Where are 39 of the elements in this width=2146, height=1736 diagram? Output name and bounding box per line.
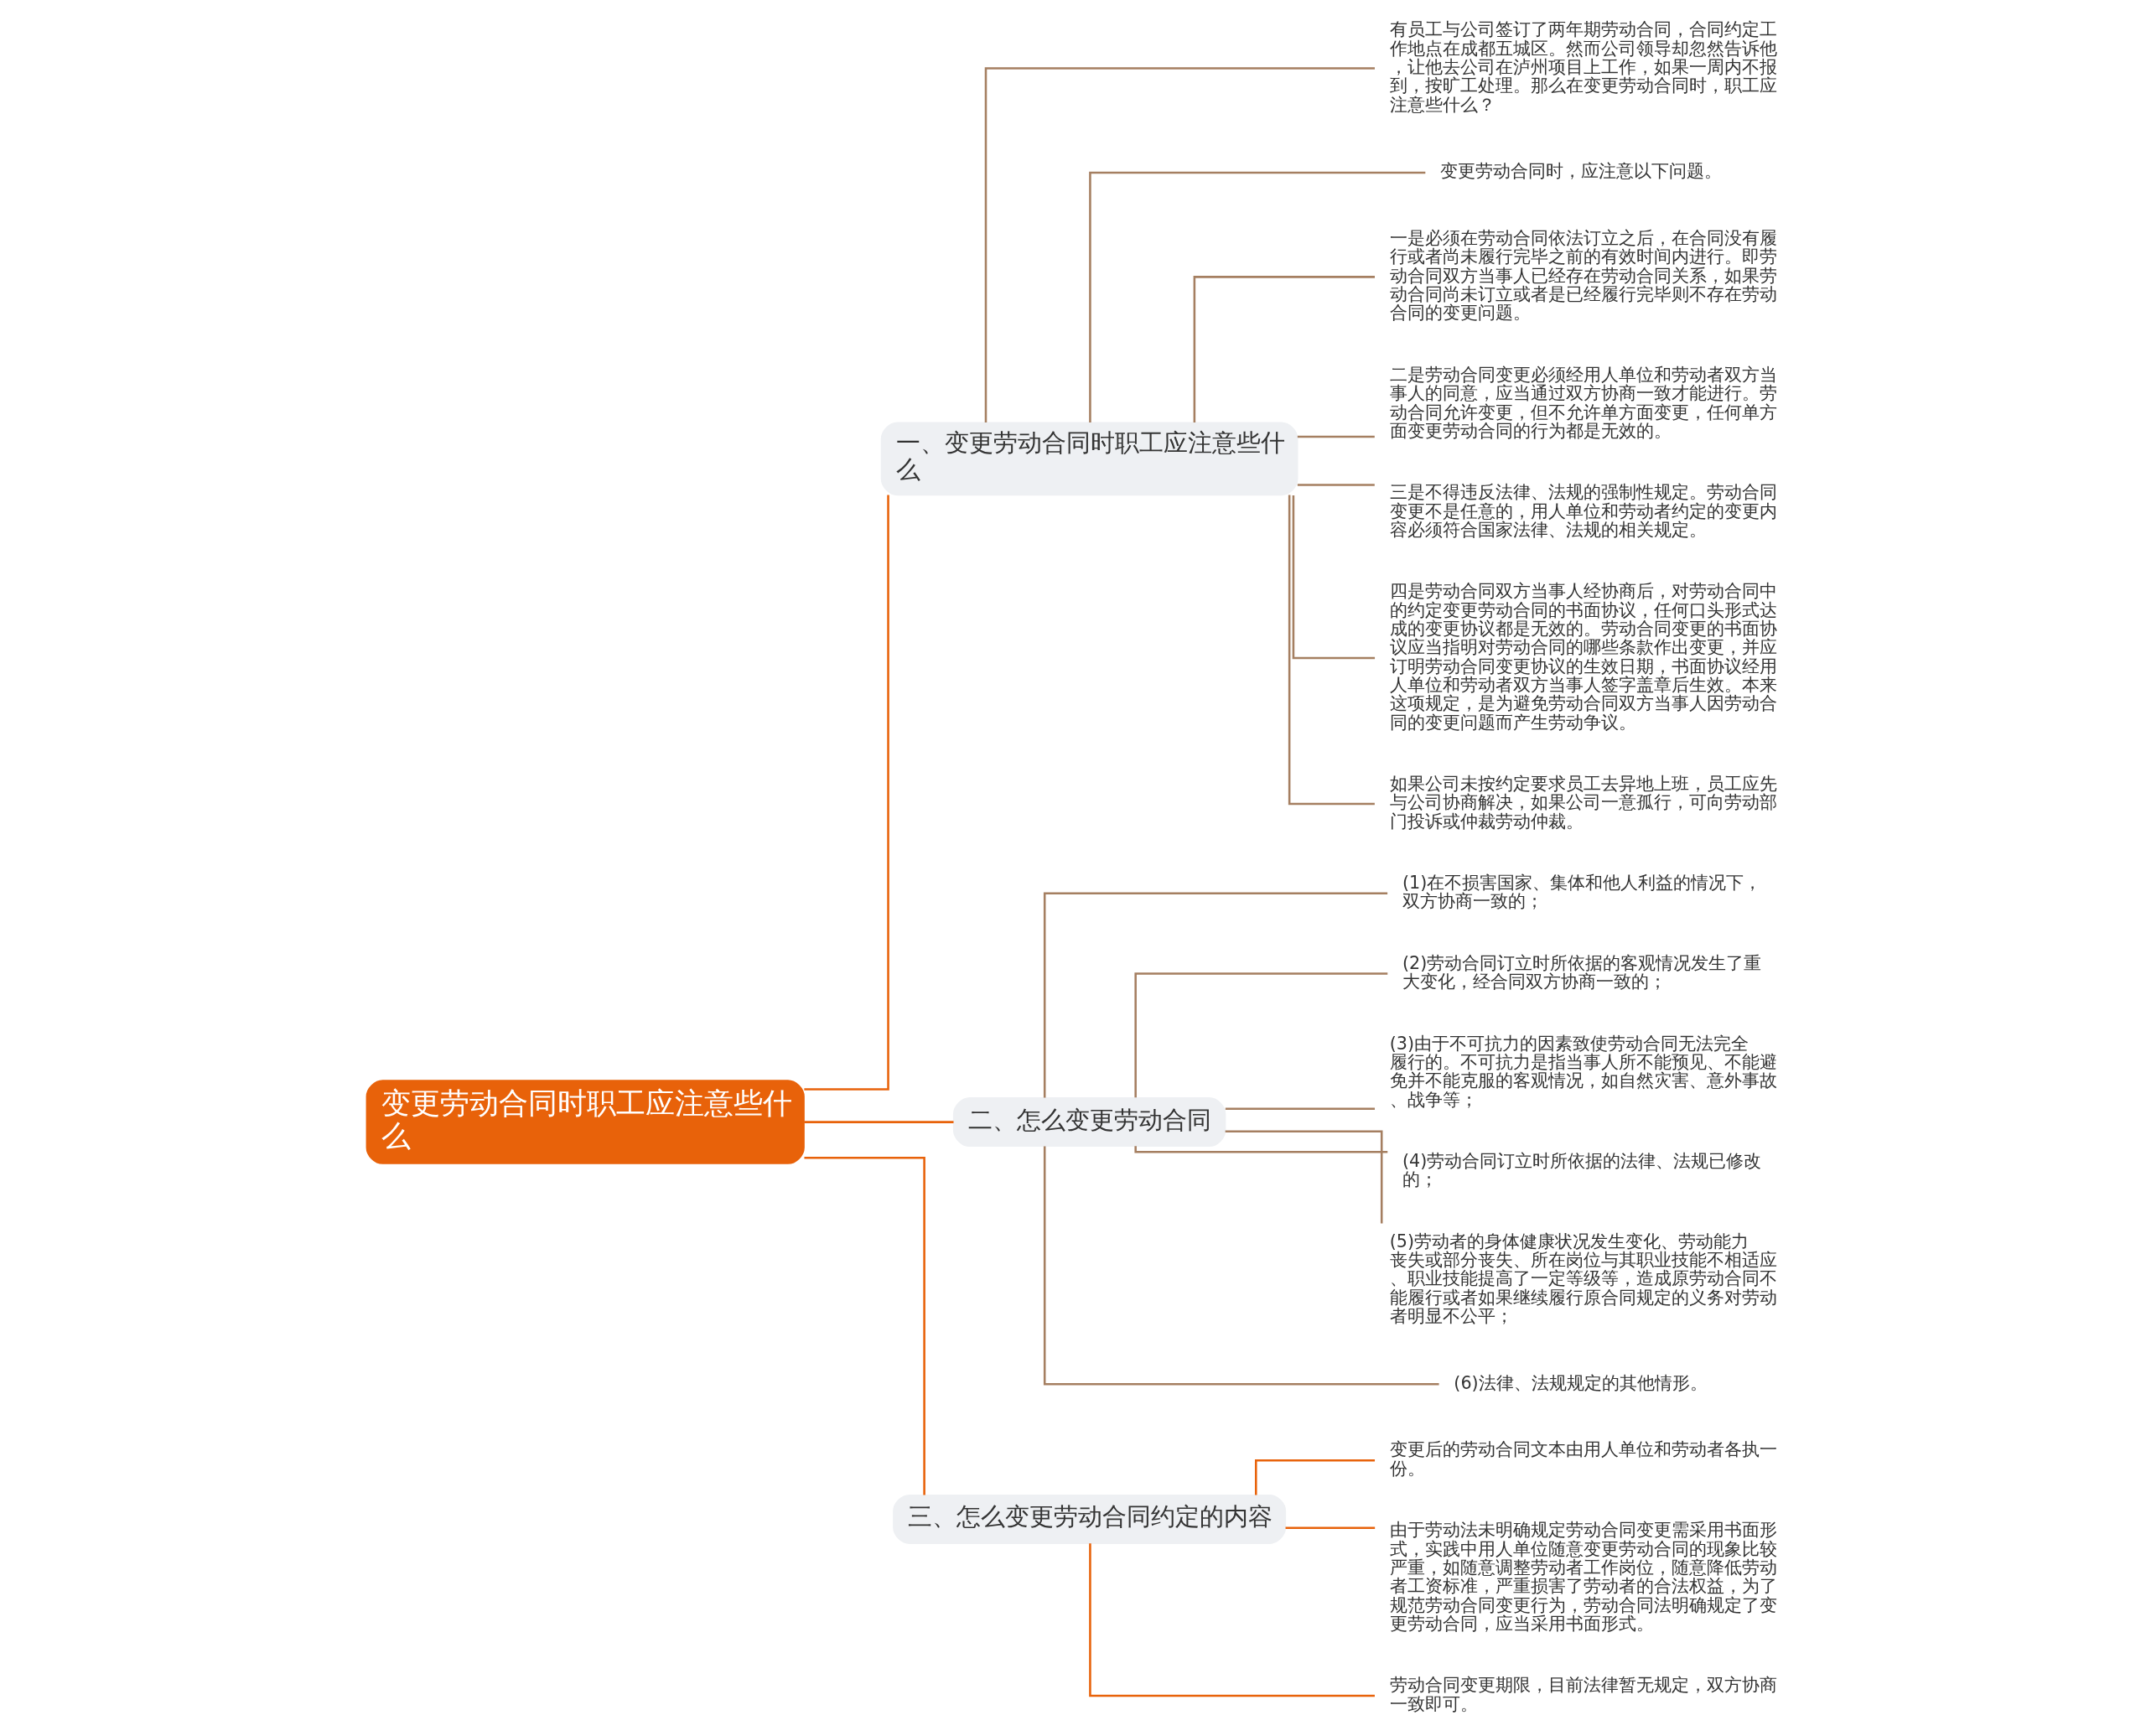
connector	[804, 1156, 925, 1495]
connector	[1043, 1146, 1439, 1386]
node-box: 三、怎么变更劳动合同约定的内容	[892, 1494, 1286, 1544]
connector	[1292, 495, 1375, 660]
node-text: (4)劳动合同订立时所依据的法律、法规已修改的；	[1402, 1150, 1761, 1190]
connector	[803, 495, 889, 1091]
connector	[1285, 1526, 1375, 1530]
connector	[1193, 276, 1375, 422]
node-text: 由于劳动法未明确规定劳动合同变更需采用书面形式，实践中用人单位随意变更劳动合同的现象比较严重，如随意调整劳动者工作岗位，随意降低劳动者工资标准，严重损害了劳动者的合法权益，为了规范劳动合同变更行为，劳动合同法明确规定了变更劳动合同，应当采用书面形式。	[1389, 1520, 1777, 1634]
node-text: 一是必须在劳动合同依法订立之后，在合同没有履行或者尚未履行完毕之前的有效时间内进行。即劳动合同双方当事人已经存在劳动合同关系，如果劳动合同尚未订立或者是已经履行完毕则不存在劳动合同的变更问题。	[1389, 228, 1777, 324]
node-text: 二是劳动合同变更必须经用人单位和劳动者双方当事人的同意，应当通过双方协商一致才能进行。劳动合同允许变更，但不允许单方面变更，任何单方面变更劳动合同的行为都是无效的。	[1389, 364, 1777, 441]
node-text: 变更后的劳动合同文本由用人单位和劳动者各执一份。	[1389, 1439, 1777, 1479]
connector	[1133, 972, 1387, 1098]
node-text: (6)法律、法规规定的其他情形。	[1453, 1372, 1708, 1393]
node-box: 一、变更劳动合同时职工应注意些什么	[880, 422, 1298, 496]
node-text: (5)劳动者的身体健康状况发生变化、劳动能力丧失或部分丧失、所在岗位与其职业技能不相适应、职业技能提高了一定等级等，造成原劳动合同不能履行或者如果继续履行原合同规定的义务对劳动者明显不公平；	[1389, 1231, 1777, 1326]
node-text: 有员工与公司签订了两年期劳动合同，合同约定工作地点在成都五城区。然而公司领导却忽然告诉他，让他去公司在泸州项目上工作，如果一周内不报到，按旷工处理。那么在变更劳动合同时，职工应注意些什么？	[1389, 19, 1777, 115]
connector	[803, 1121, 953, 1123]
node-text: (2)劳动合同订立时所依据的客观情况发生了重大变化，经合同双方协商一致的；	[1402, 952, 1761, 992]
connector	[1254, 1459, 1375, 1495]
connector	[1225, 1130, 1382, 1224]
node-box: 二、怎么变更劳动合同	[952, 1097, 1226, 1148]
node-text: 变更劳动合同时，应注意以下问题。	[1439, 161, 1722, 182]
connector	[1297, 484, 1375, 486]
node-text: (3)由于不可抗力的因素致使劳动合同无法完全履行的。不可抗力是指当事人所不能预见、不能避免并不能克服的客观情况，如自然灾害、意外事故、战争等；	[1389, 1033, 1777, 1110]
node-box: 变更劳动合同时职工应注意些什么	[365, 1080, 805, 1164]
connector	[1088, 1543, 1375, 1697]
node-text: 三是不得违反法律、法规的强制性规定。劳动合同变更不是任意的，用人单位和劳动者约定的变更内容必须符合国家法律、法规的相关规定。	[1389, 482, 1777, 540]
connector	[1288, 495, 1375, 806]
connector	[1088, 171, 1425, 423]
connector	[1133, 1146, 1387, 1153]
connector	[984, 67, 1375, 422]
connector	[1043, 892, 1387, 1098]
connector	[1297, 435, 1375, 438]
connector	[1225, 1107, 1375, 1110]
node-text: (1)在不损害国家、集体和他人利益的情况下，双方协商一致的；	[1402, 873, 1761, 912]
node-text: 劳动合同变更期限，目前法律暂无规定，双方协商一致即可。	[1389, 1675, 1777, 1714]
node-text: 四是劳动合同双方当事人经协商后，对劳动合同中的约定变更劳动合同的书面协议，任何口头形式达成的变更协议都是无效的。劳动合同变更的书面协议应当指明对劳动合同的哪些条款作出变更，并应订明劳动合同变更协议的生效日期，书面协议经用人单位和劳动者双方当事人签字盖章后生效。本来这项规定，是为避免劳动合同双方当事人因劳动合同的变更问题而产生劳动争议。	[1389, 581, 1777, 733]
node-text: 如果公司未按约定要求员工去异地上班，员工应先与公司协商解决，如果公司一意孤行，可向劳动部门投诉或仲裁劳动仲裁。	[1389, 774, 1777, 832]
